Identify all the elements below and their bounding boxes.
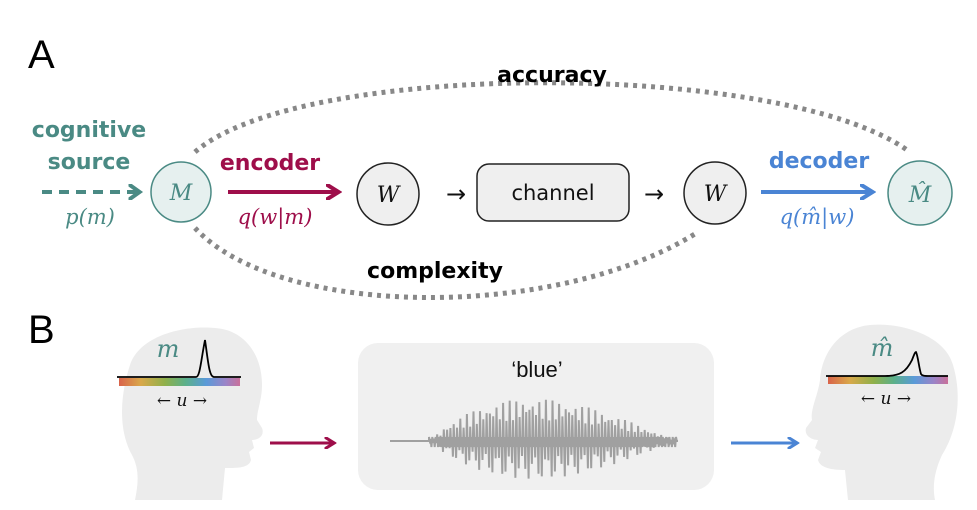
panel-a-label: A <box>28 33 55 77</box>
source-label-line1: cognitive <box>32 118 146 143</box>
node-m: M <box>150 161 212 223</box>
speaker-meaning-curve <box>117 339 241 378</box>
speaker-axis-label: ← u → <box>157 391 207 411</box>
listener-meaning-curve <box>826 351 948 377</box>
encoder-prob: q(w|m) <box>238 205 313 230</box>
source-prob: p(m) <box>65 205 115 229</box>
listener-meaning-label: m̂ <box>871 334 894 362</box>
arrow-to-channel: → <box>446 180 466 208</box>
node-w-sender: W <box>356 162 420 226</box>
accuracy-arc <box>193 80 909 154</box>
waveform <box>390 399 678 479</box>
node-w-receiver: W <box>683 161 747 225</box>
speaker-head-icon <box>122 327 263 500</box>
listener-spectrum-bar <box>828 376 948 384</box>
node-w-receiver-label: W <box>704 182 729 207</box>
complexity-label: complexity <box>367 259 503 284</box>
source-label-line2: source <box>48 150 131 175</box>
node-m-label: M <box>169 181 193 206</box>
channel-box: channel <box>476 163 630 222</box>
accuracy-label: accuracy <box>497 63 607 88</box>
listener-axis-label: ← u → <box>861 389 911 409</box>
channel-label: channel <box>511 181 594 205</box>
panel-b-label: B <box>28 308 55 352</box>
signal-box: ‘blue’ <box>358 343 714 490</box>
complexity-arc <box>193 226 700 300</box>
encoder-label: encoder <box>220 151 320 176</box>
word-label: ‘blue’ <box>511 357 562 382</box>
decoder-label: decoder <box>769 149 869 174</box>
node-w-sender-label: W <box>377 183 402 208</box>
node-m-hat-label: M̂ <box>908 182 932 208</box>
arrow-from-channel: → <box>644 180 664 208</box>
waveform-trace <box>390 399 678 479</box>
node-m-hat: M̂ <box>887 160 953 226</box>
speaker-spectrum-bar <box>119 378 240 386</box>
speaker-meaning-label: m <box>157 335 180 363</box>
decoder-prob: q(m̂|w) <box>780 205 855 230</box>
